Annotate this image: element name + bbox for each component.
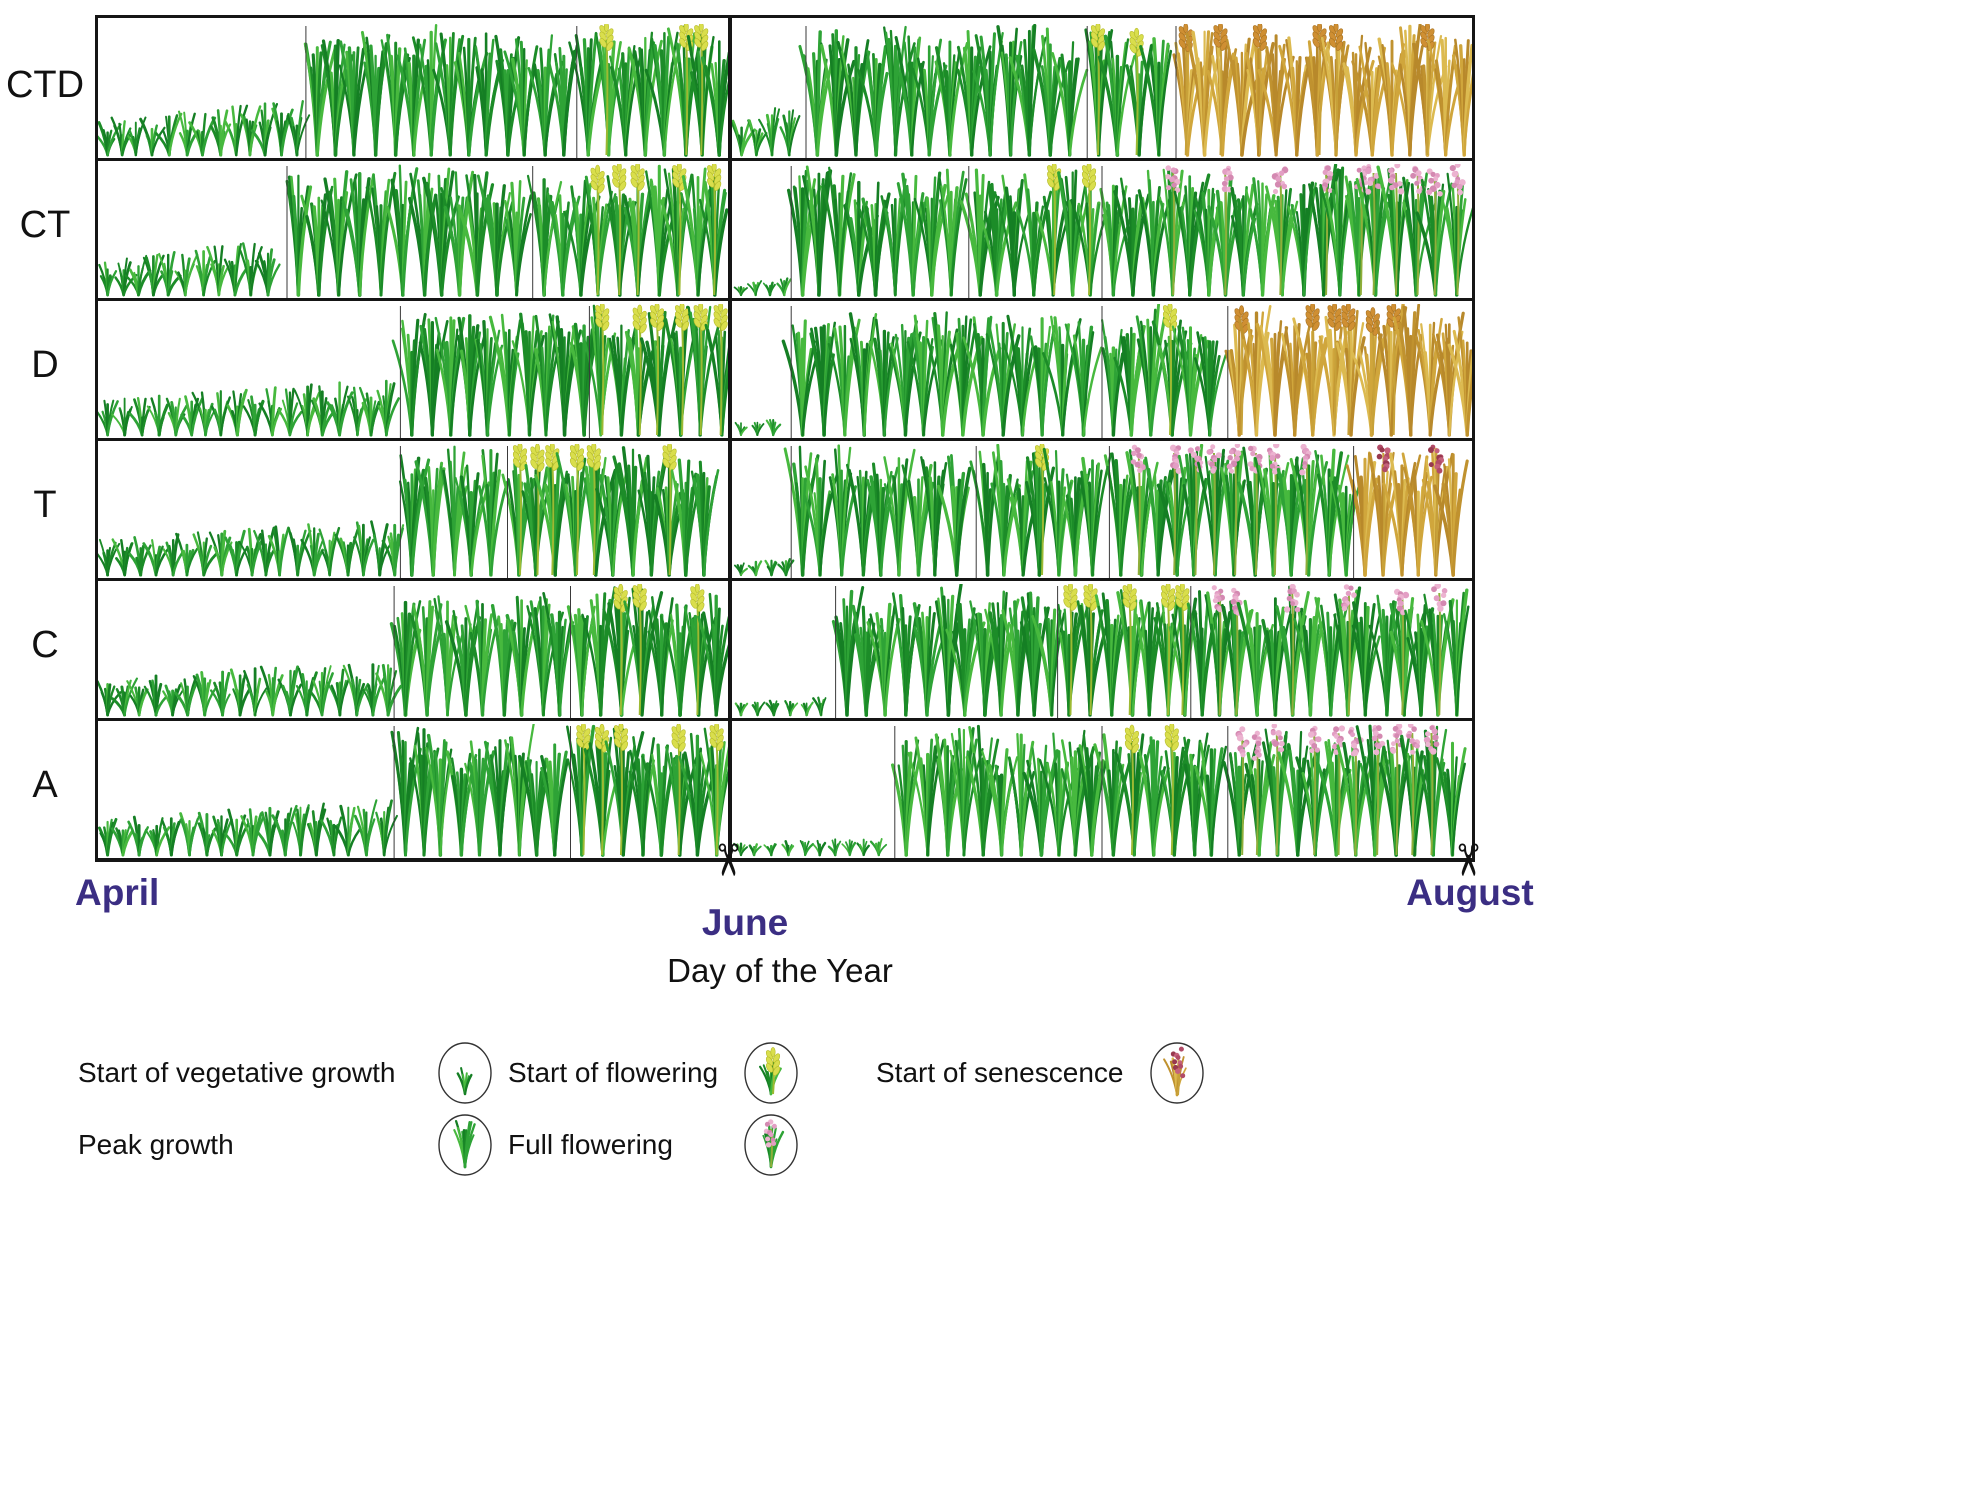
grass-art-A-left [98,724,728,858]
panel-CTD-right [732,18,1472,158]
legend-label: Start of vegetative growth [78,1057,396,1088]
legend-item-senescence-start: Start of senescence [876,1040,1206,1106]
panel-A-right [732,721,1472,858]
panel-CT-right [732,161,1472,298]
legend-label: Start of senescence [876,1057,1124,1088]
panel-C-left [98,581,732,718]
flowering-start-icon [744,1042,798,1104]
panel-A-left [98,721,732,858]
row-label-CTD: CTD [5,64,85,106]
grass-art-C-left [98,584,728,718]
peak-growth-icon [438,1114,492,1176]
grass-art-T-left [98,444,720,578]
legend-item-flowering-start: Start of flowering [508,1040,800,1106]
grass-art-CT-right [733,164,1472,298]
scissors-icon-june: ✂ [702,841,752,879]
grass-art-D-right [734,304,1472,438]
panel-D-right [732,301,1472,438]
legend-item-full-flowering: Full flowering [508,1112,800,1178]
treatment-row-CTD [98,18,1472,158]
legend-label: Peak growth [78,1129,234,1160]
scissors-icon-august: ✂ [1442,841,1492,879]
full-flowering-icon [744,1114,798,1176]
panel-CTD-left [98,18,732,158]
legend-label: Full flowering [508,1129,673,1160]
treatment-row-C [98,578,1472,718]
legend-label: Start of flowering [508,1057,719,1088]
panel-T-left [98,441,732,578]
phenology-plot [95,15,1475,862]
row-label-D: D [31,344,59,386]
panel-D-left [98,301,732,438]
row-label-CT: CT [19,204,71,246]
senescence-start-icon [1150,1042,1204,1104]
treatment-row-T [98,438,1472,578]
axis-tick-june: June [701,902,789,943]
vegetative-start-icon [438,1042,492,1104]
grass-art-D-left [98,304,728,438]
panel-C-right [732,581,1472,718]
row-label-T: T [33,484,57,526]
treatment-row-D [98,298,1472,438]
grass-art-T-right [733,444,1469,578]
axis-tick-august: August [1406,872,1534,913]
treatment-row-CT [98,158,1472,298]
x-axis-title: Day of the Year [667,952,893,989]
row-label-C: C [31,624,59,666]
legend-item-peak-growth: Peak growth [78,1112,494,1178]
grass-art-CTD-right [732,24,1472,158]
treatment-row-A [98,718,1472,858]
grass-art-A-right [733,724,1467,858]
legend-item-vegetative-start: Start of vegetative growth [78,1040,494,1106]
axis-tick-april: April [75,872,160,913]
panel-CT-left [98,161,732,298]
grass-art-C-right [734,584,1470,718]
grass-art-CT-left [98,164,728,298]
row-label-A: A [32,764,58,806]
panel-T-right [732,441,1472,578]
grass-art-CTD-left [98,24,728,158]
